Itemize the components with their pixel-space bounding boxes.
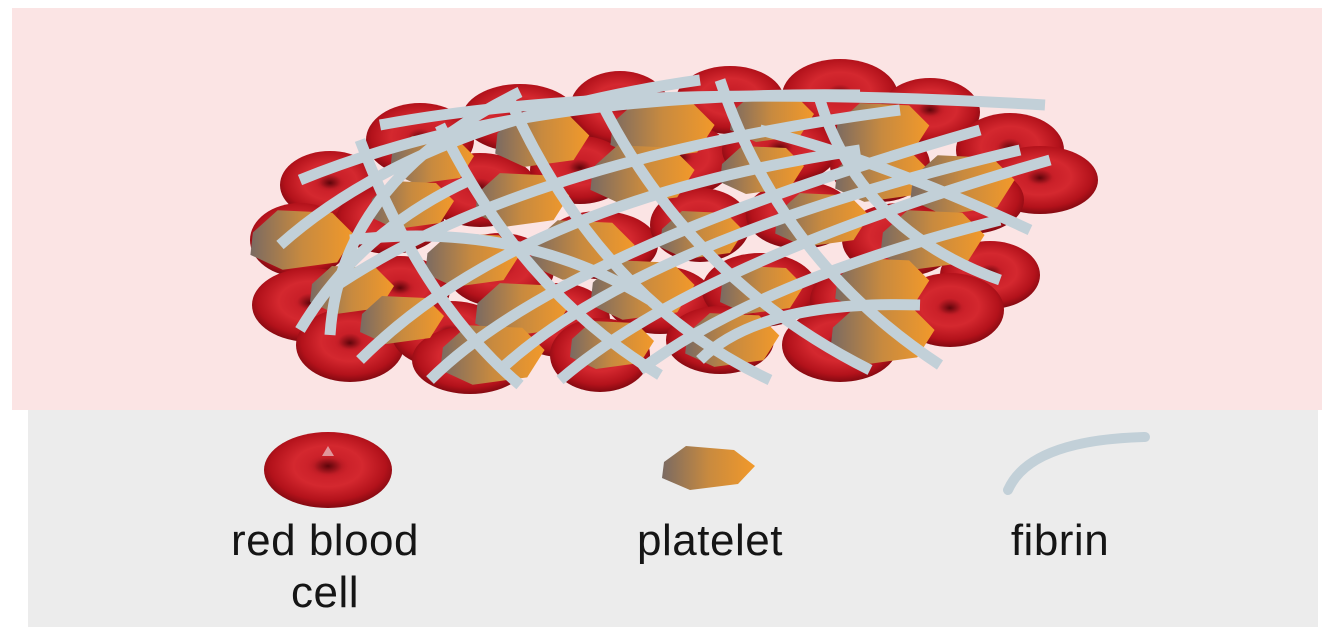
red-blood-cell-label: red blood cell (180, 515, 470, 619)
platelet-icon (662, 446, 755, 490)
red-blood-cell-label-line2: cell (180, 567, 470, 619)
fibrin-strand-icon (1008, 437, 1145, 490)
red-blood-cell-label-line1: red blood (180, 515, 470, 567)
fibrin-label: fibrin (960, 515, 1160, 567)
platelet-label: platelet (590, 515, 830, 567)
red-blood-cell-icon (264, 432, 392, 508)
